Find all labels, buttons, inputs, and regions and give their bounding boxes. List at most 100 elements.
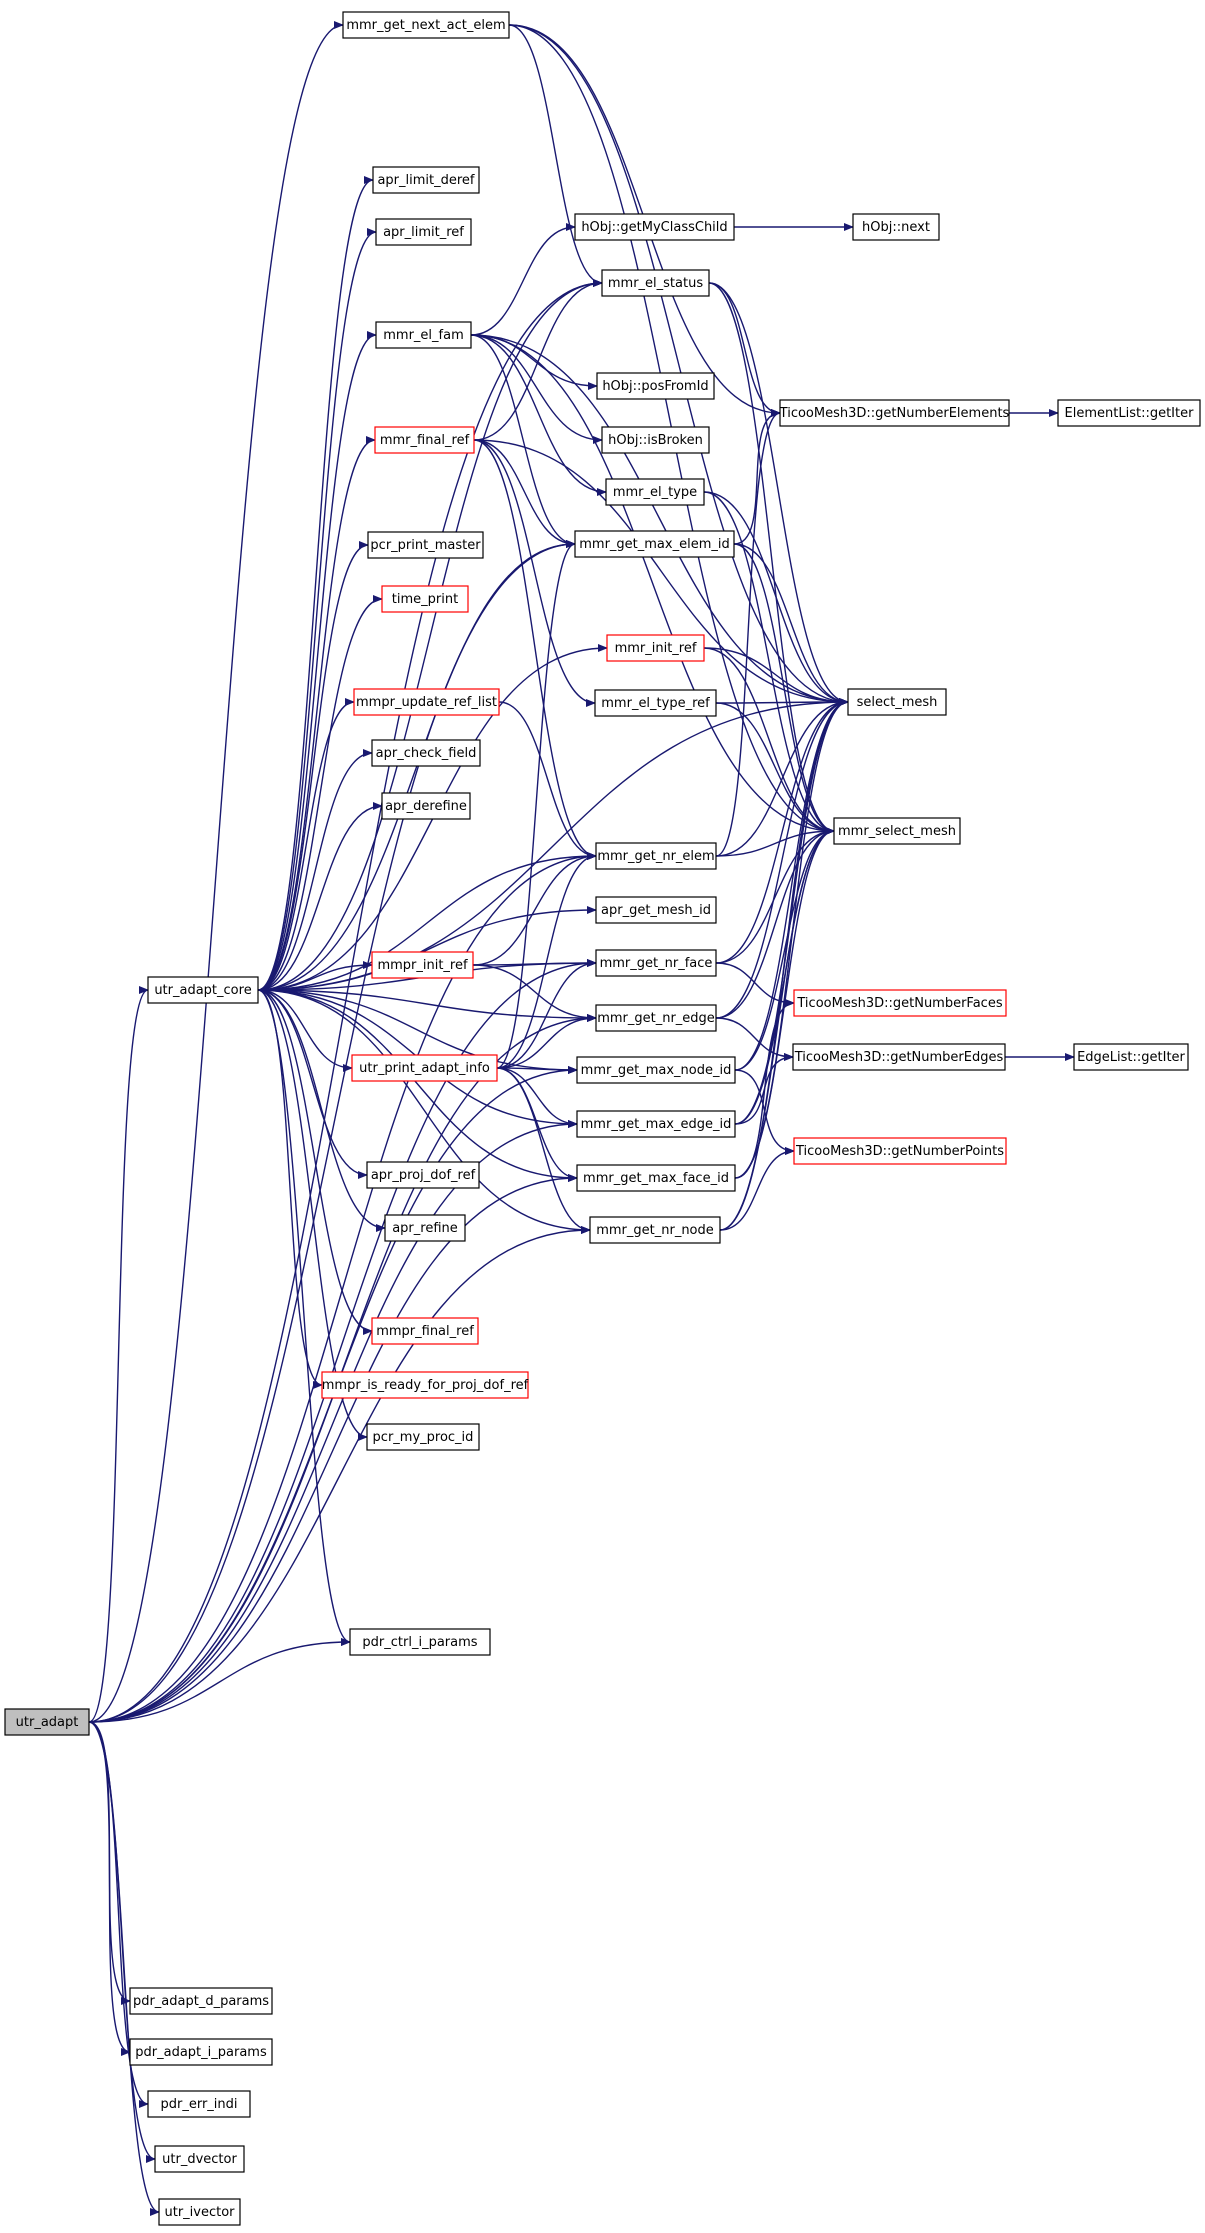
node-mmr-init-ref[interactable]: mmr_init_ref (606, 634, 705, 662)
node-mmpr-init-ref[interactable]: mmpr_init_ref (371, 951, 474, 979)
node-box[interactable] (574, 213, 735, 241)
node-apr-get-mesh-id[interactable]: apr_get_mesh_id (595, 896, 717, 924)
node-box[interactable] (576, 1056, 736, 1084)
node-mmr-get-nr-edge[interactable]: mmr_get_nr_edge (595, 1004, 717, 1032)
node-box[interactable] (847, 688, 947, 716)
node-box[interactable] (371, 739, 481, 767)
node-apr-refine[interactable]: apr_refine (384, 1214, 466, 1242)
node-pdr-adapt-i-params[interactable]: pdr_adapt_i_params (129, 2038, 273, 2066)
node-mmpr-final-ref[interactable]: mmpr_final_ref (371, 1317, 479, 1345)
node-mmr-el-type[interactable]: mmr_el_type (605, 478, 705, 506)
node-pdr-err-indi[interactable]: pdr_err_indi (147, 2090, 251, 2118)
node-box[interactable] (384, 1214, 466, 1242)
node-box[interactable] (129, 2038, 273, 2066)
node-box[interactable] (833, 817, 961, 845)
node-box[interactable] (1057, 399, 1201, 427)
node-apr-derefine[interactable]: apr_derefine (381, 792, 471, 820)
node-box[interactable] (158, 2198, 241, 2226)
node-box[interactable] (601, 269, 710, 297)
node-mmr-get-next-act-elem[interactable]: mmr_get_next_act_elem (342, 11, 510, 39)
node-apr-check-field[interactable]: apr_check_field (371, 739, 481, 767)
node-hobj-getmyclasschild[interactable]: hObj::getMyClassChild (574, 213, 735, 241)
node-hobj-next[interactable]: hObj::next (852, 213, 940, 241)
node-hobj-isbroken[interactable]: hObj::isBroken (601, 426, 710, 454)
node-box[interactable] (601, 426, 710, 454)
node-pdr-ctrl-i-params[interactable]: pdr_ctrl_i_params (349, 1628, 491, 1656)
node-box[interactable] (381, 792, 471, 820)
node-box[interactable] (351, 1054, 498, 1082)
node-select-mesh[interactable]: select_mesh (847, 688, 947, 716)
node-mmr-get-nr-node[interactable]: mmr_get_nr_node (589, 1216, 721, 1244)
node-ticoomesh3d-getnumberfaces[interactable]: TicooMesh3D::getNumberFaces (793, 989, 1007, 1017)
node-box[interactable] (576, 1164, 736, 1192)
node-box[interactable] (594, 689, 717, 717)
node-box[interactable] (779, 399, 1010, 427)
node-box[interactable] (375, 321, 472, 349)
node-box[interactable] (374, 426, 475, 454)
node-pcr-my-proc-id[interactable]: pcr_my_proc_id (366, 1423, 480, 1451)
node-utr-print-adapt-info[interactable]: utr_print_adapt_info (351, 1054, 498, 1082)
node-box[interactable] (574, 530, 735, 558)
node-box[interactable] (366, 1423, 480, 1451)
node-box[interactable] (595, 1004, 717, 1032)
node-utr-ivector[interactable]: utr_ivector (158, 2198, 241, 2226)
node-pdr-adapt-d-params[interactable]: pdr_adapt_d_params (129, 1987, 273, 2015)
node-edgelist-getiter[interactable]: EdgeList::getIter (1073, 1043, 1189, 1071)
node-box[interactable] (381, 585, 469, 613)
node-box[interactable] (596, 372, 715, 400)
node-apr-limit-deref[interactable]: apr_limit_deref (372, 166, 480, 194)
node-mmr-get-max-node-id[interactable]: mmr_get_max_node_id (576, 1056, 736, 1084)
node-utr-adapt[interactable]: utr_adapt (4, 1708, 90, 1736)
node-box[interactable] (606, 634, 705, 662)
node-box[interactable] (372, 166, 480, 194)
node-ticoomesh3d-getnumberpoints[interactable]: TicooMesh3D::getNumberPoints (793, 1137, 1007, 1165)
node-mmpr-is-ready-for-proj-dof-ref[interactable]: mmpr_is_ready_for_proj_dof_ref (321, 1371, 529, 1399)
node-box[interactable] (595, 896, 717, 924)
node-box[interactable] (371, 1317, 479, 1345)
node-pcr-print-master[interactable]: pcr_print_master (367, 531, 484, 559)
node-mmr-select-mesh[interactable]: mmr_select_mesh (833, 817, 961, 845)
node-time-print[interactable]: time_print (381, 585, 469, 613)
node-box[interactable] (154, 2145, 245, 2173)
node-box[interactable] (793, 1137, 1007, 1165)
node-box[interactable] (595, 842, 717, 870)
node-box[interactable] (4, 1708, 90, 1736)
node-box[interactable] (147, 976, 259, 1004)
node-box[interactable] (605, 478, 705, 506)
node-mmr-get-nr-elem[interactable]: mmr_get_nr_elem (595, 842, 717, 870)
node-box[interactable] (342, 11, 510, 39)
node-box[interactable] (147, 2090, 251, 2118)
node-apr-proj-dof-ref[interactable]: apr_proj_dof_ref (366, 1161, 480, 1189)
node-mmr-el-fam[interactable]: mmr_el_fam (375, 321, 472, 349)
node-box[interactable] (595, 949, 717, 977)
node-apr-limit-ref[interactable]: apr_limit_ref (375, 218, 472, 246)
node-box[interactable] (321, 1371, 529, 1399)
node-mmr-get-max-face-id[interactable]: mmr_get_max_face_id (576, 1164, 736, 1192)
node-elementlist-getiter[interactable]: ElementList::getIter (1057, 399, 1201, 427)
node-mmr-el-type-ref[interactable]: mmr_el_type_ref (594, 689, 717, 717)
node-box[interactable] (852, 213, 940, 241)
node-box[interactable] (793, 989, 1007, 1017)
node-mmr-get-max-edge-id[interactable]: mmr_get_max_edge_id (576, 1110, 736, 1138)
node-utr-adapt-core[interactable]: utr_adapt_core (147, 976, 259, 1004)
node-box[interactable] (375, 218, 472, 246)
node-box[interactable] (353, 688, 500, 716)
node-box[interactable] (792, 1043, 1006, 1071)
node-hobj-posfromid[interactable]: hObj::posFromId (596, 372, 715, 400)
node-ticoomesh3d-getnumberelements[interactable]: TicooMesh3D::getNumberElements (779, 399, 1010, 427)
node-mmr-el-status[interactable]: mmr_el_status (601, 269, 710, 297)
node-box[interactable] (589, 1216, 721, 1244)
node-box[interactable] (1073, 1043, 1189, 1071)
node-ticoomesh3d-getnumberedges[interactable]: TicooMesh3D::getNumberEdges (792, 1043, 1006, 1071)
node-box[interactable] (349, 1628, 491, 1656)
node-mmr-get-nr-face[interactable]: mmr_get_nr_face (595, 949, 717, 977)
node-mmr-get-max-elem-id[interactable]: mmr_get_max_elem_id (574, 530, 735, 558)
node-box[interactable] (576, 1110, 736, 1138)
node-box[interactable] (129, 1987, 273, 2015)
node-mmr-final-ref[interactable]: mmr_final_ref (374, 426, 475, 454)
node-box[interactable] (366, 1161, 480, 1189)
node-box[interactable] (367, 531, 484, 559)
node-box[interactable] (371, 951, 474, 979)
node-mmpr-update-ref-list[interactable]: mmpr_update_ref_list (353, 688, 500, 716)
node-utr-dvector[interactable]: utr_dvector (154, 2145, 245, 2173)
